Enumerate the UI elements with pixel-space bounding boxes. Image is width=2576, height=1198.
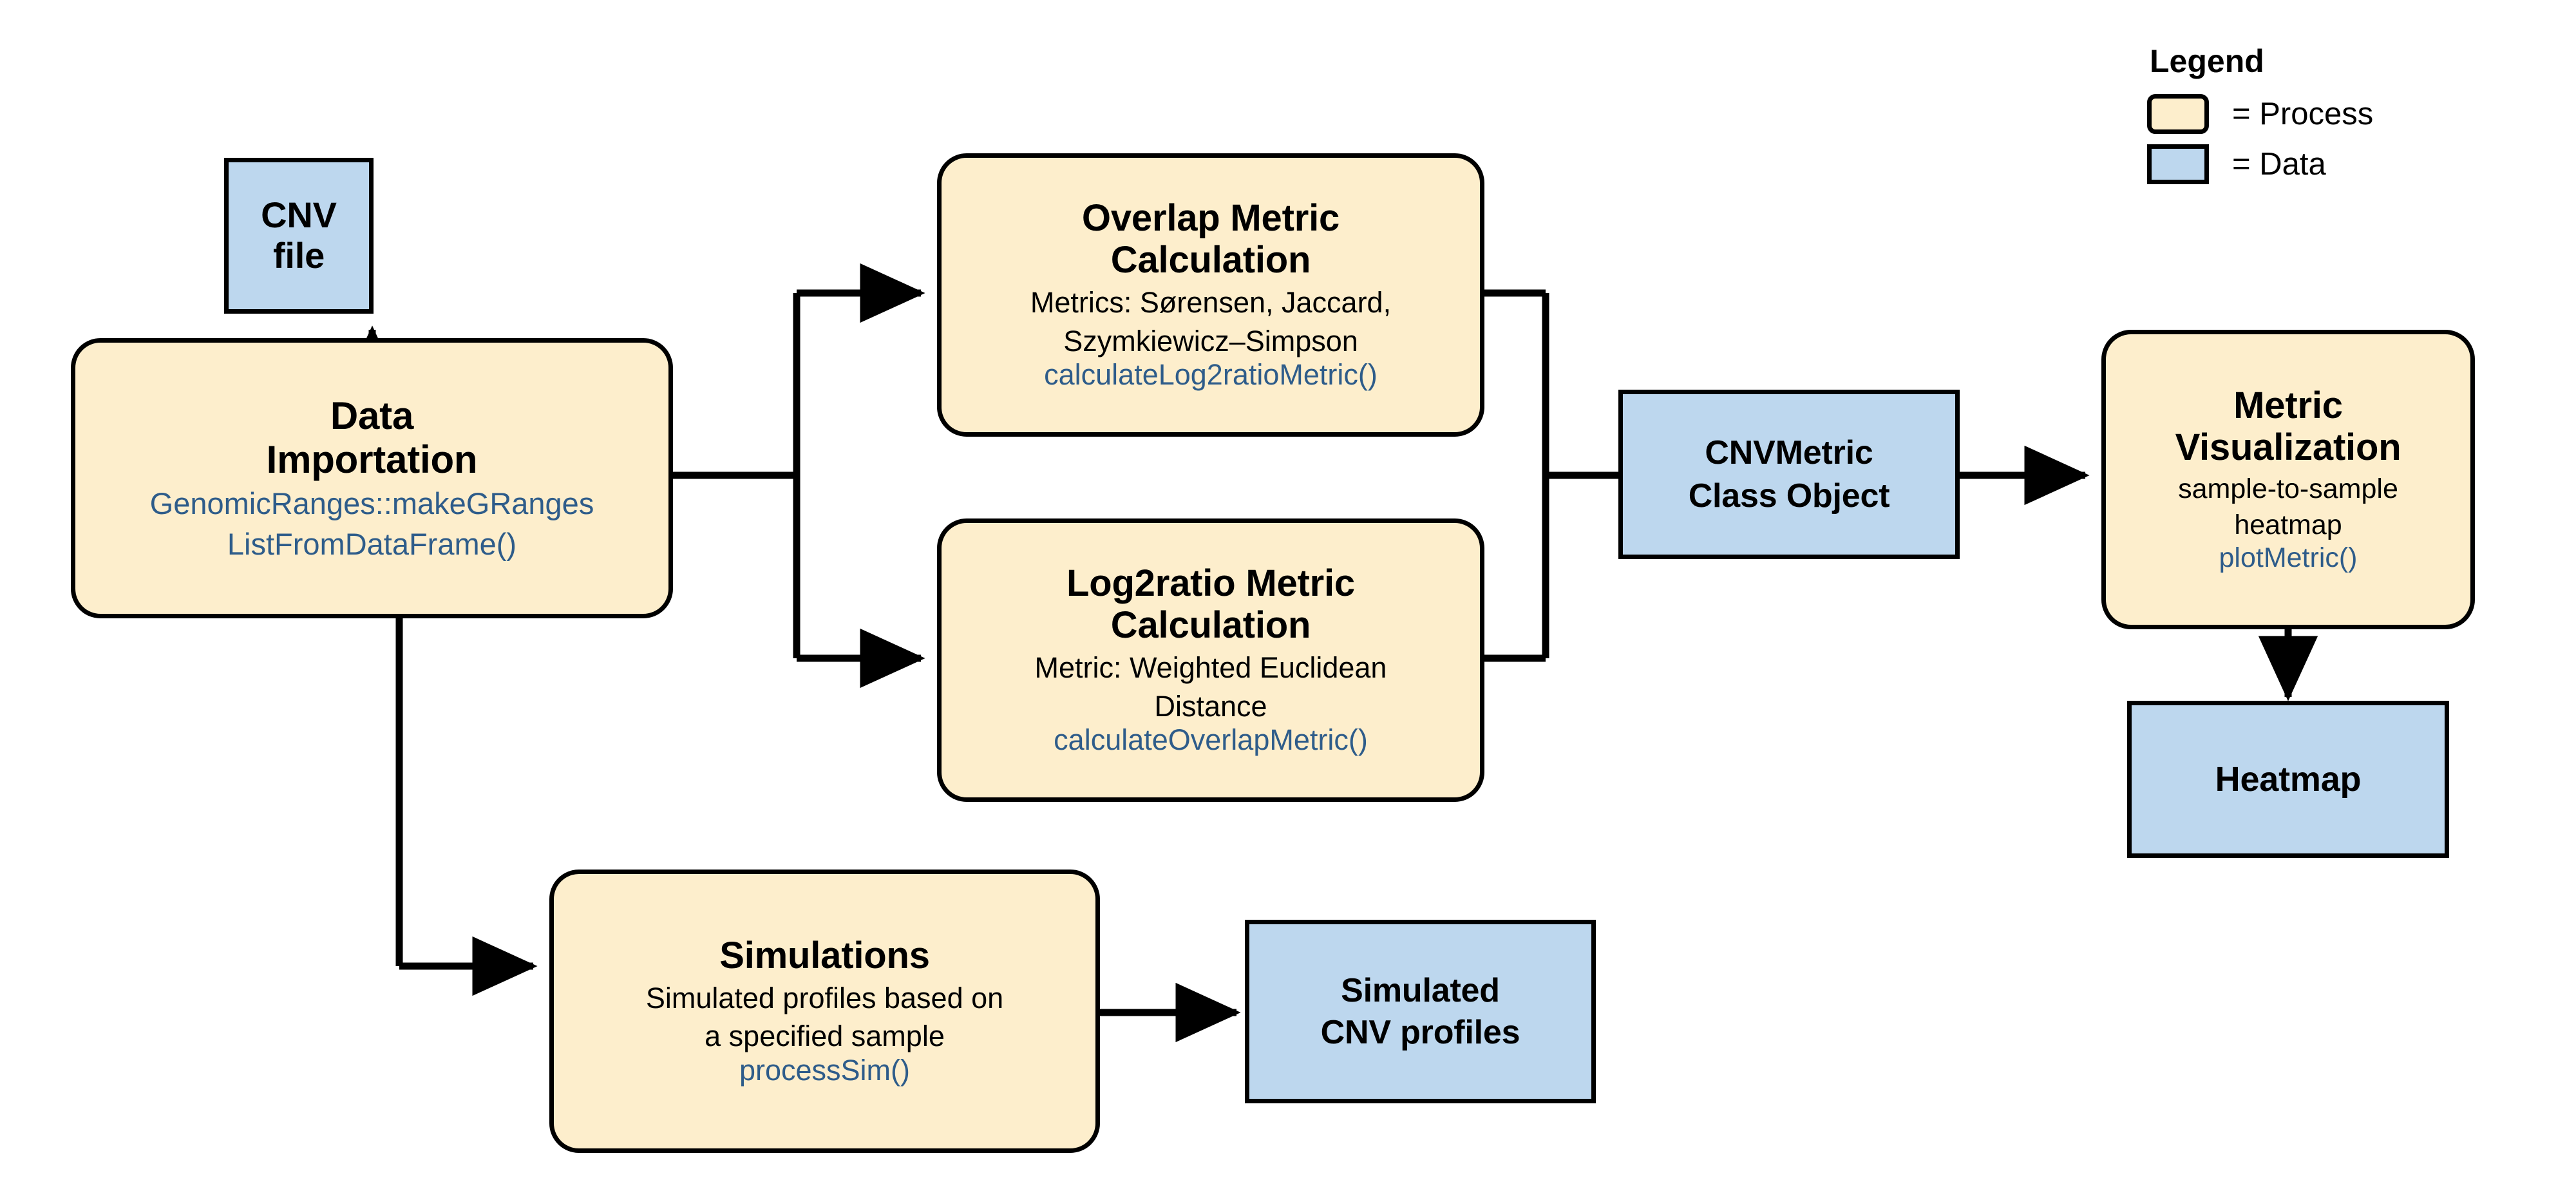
node-simulated-cnv-profiles-title-line1: Simulated — [1341, 971, 1500, 1009]
node-heatmap-title: Heatmap — [2215, 759, 2362, 799]
node-overlap-sub-line1: Metrics: Sørensen, Jaccard, — [1030, 285, 1392, 319]
node-log2ratio-fn: calculateOverlapMetric() — [1054, 723, 1368, 757]
node-cnvmetric-title-line1: CNVMetric — [1705, 433, 1873, 471]
node-simulations-sub-line1: Simulated profiles based on — [645, 981, 1004, 1014]
node-cnv-file-title: CNV file — [261, 195, 337, 276]
legend-swatch-process-icon — [2147, 94, 2209, 134]
node-metric-visualization-title-line1: Metric — [2233, 385, 2343, 427]
node-overlap-metric-calculation[interactable]: Overlap Metric Calculation Metrics: Søre… — [937, 153, 1484, 437]
node-cnv-file[interactable]: CNV file — [224, 158, 374, 314]
legend-item-data: = Data — [2147, 144, 2508, 184]
node-data-importation-fn-line1: GenomicRanges::makeGRanges — [149, 486, 594, 520]
node-data-importation[interactable]: Data Importation GenomicRanges::makeGRan… — [71, 338, 673, 618]
node-cnvmetric-title-line2: Class Object — [1688, 477, 1890, 515]
node-log2ratio-metric-calculation[interactable]: Log2ratio Metric Calculation Metric: Wei… — [937, 518, 1484, 802]
node-overlap-title-line1: Overlap Metric — [1081, 197, 1340, 240]
legend-item-process: = Process — [2147, 94, 2508, 134]
node-data-importation-title-line2: Importation — [266, 437, 478, 481]
node-log2ratio-sub-line2: Distance — [1154, 689, 1267, 723]
node-log2ratio-sub-line1: Metric: Weighted Euclidean — [1034, 651, 1387, 684]
node-simulations-fn: processSim() — [739, 1053, 911, 1087]
legend-label-process: = Process — [2232, 97, 2374, 131]
node-simulations-sub-line2: a specified sample — [705, 1020, 945, 1053]
legend-label-data: = Data — [2232, 147, 2326, 182]
legend-swatch-data-icon — [2147, 144, 2209, 184]
node-simulated-cnv-profiles-title-line2: CNV profiles — [1320, 1013, 1520, 1051]
node-metric-visualization[interactable]: Metric Visualization sample-to-sample he… — [2101, 330, 2475, 629]
node-simulations-title: Simulations — [719, 934, 930, 976]
node-overlap-sub-line2: Szymkiewicz–Simpson — [1063, 324, 1358, 357]
node-metric-visualization-fn: plotMetric() — [2219, 542, 2358, 573]
node-metric-visualization-sub-line1: sample-to-sample — [2178, 473, 2398, 504]
node-cnvmetric-class-object[interactable]: CNVMetric Class Object — [1618, 390, 1960, 559]
node-metric-visualization-sub-line2: heatmap — [2234, 509, 2342, 541]
node-metric-visualization-title-line2: Visualization — [2175, 426, 2401, 469]
node-simulations[interactable]: Simulations Simulated profiles based on … — [549, 870, 1100, 1153]
node-log2ratio-title-line2: Calculation — [1110, 604, 1311, 647]
node-data-importation-fn-line2: ListFromDataFrame() — [227, 526, 517, 561]
legend: Legend = Process = Data — [2147, 43, 2508, 195]
legend-title: Legend — [2150, 43, 2264, 79]
node-data-importation-title-line1: Data — [330, 394, 414, 438]
node-heatmap[interactable]: Heatmap — [2127, 701, 2449, 858]
node-log2ratio-title-line1: Log2ratio Metric — [1066, 562, 1355, 605]
node-overlap-title-line2: Calculation — [1110, 239, 1311, 281]
node-simulated-cnv-profiles[interactable]: Simulated CNV profiles — [1245, 920, 1596, 1103]
node-overlap-fn: calculateLog2ratioMetric() — [1044, 358, 1378, 392]
